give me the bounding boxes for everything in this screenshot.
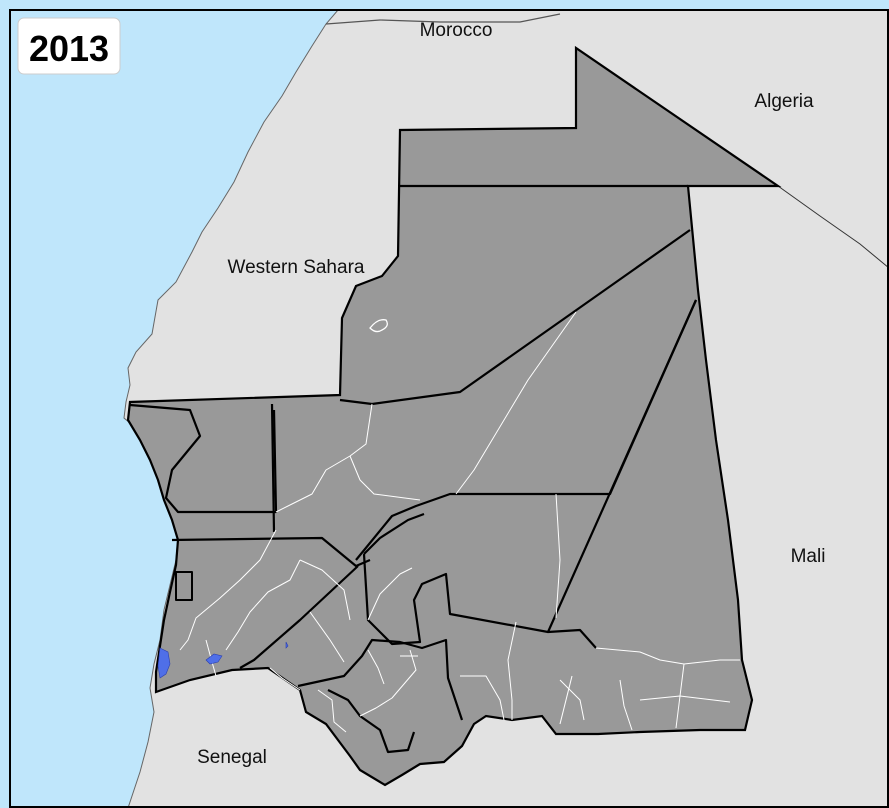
country-label-mali: Mali xyxy=(791,546,826,567)
map-border xyxy=(9,9,889,808)
country-label-western-sahara: Western Sahara xyxy=(228,257,365,278)
border-morocco-western-sahara xyxy=(325,13,561,25)
admin1-boundaries xyxy=(129,184,698,754)
admin2-boundaries xyxy=(179,311,740,733)
country-label-senegal: Senegal xyxy=(197,747,267,768)
country-label-morocco: Morocco xyxy=(420,20,493,41)
water-body-inland xyxy=(205,653,223,665)
water-body-small xyxy=(285,641,289,649)
mauritania-area xyxy=(126,45,782,787)
border-algeria-mali xyxy=(777,185,889,269)
year-label: 2013 xyxy=(29,28,109,69)
lake-outline xyxy=(369,319,388,333)
year-badge xyxy=(17,17,121,75)
water-body-coastal xyxy=(157,647,171,679)
country-label-algeria: Algeria xyxy=(754,91,814,112)
